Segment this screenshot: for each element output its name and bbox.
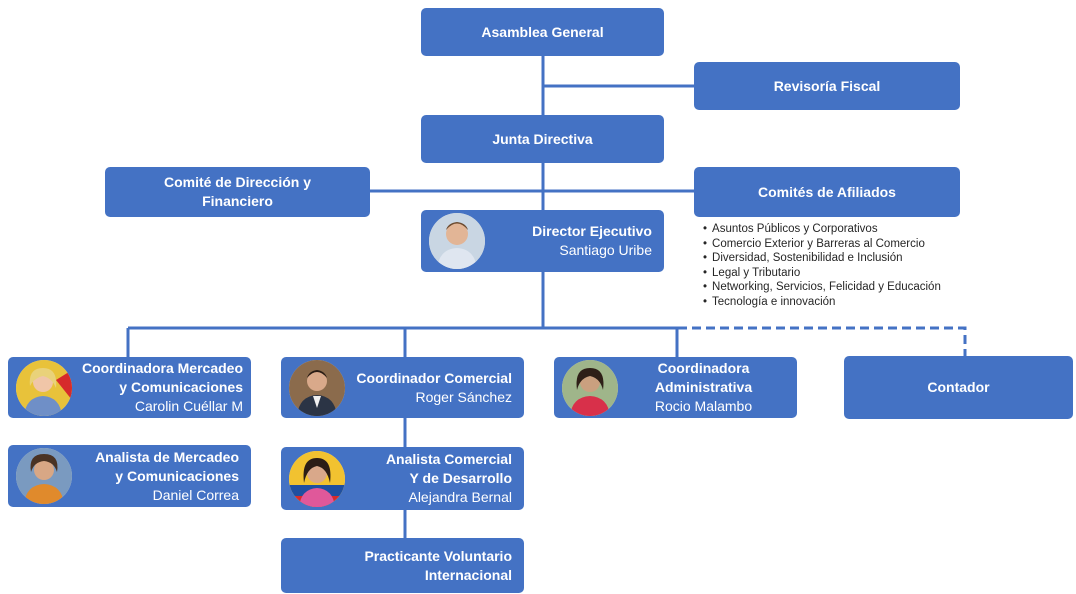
node-person-name: Alejandra Bernal: [408, 489, 512, 505]
node-person-name: Rocio Malambo: [654, 398, 753, 414]
node-title-line2: y Comunicaciones: [115, 467, 239, 484]
node-title-line1: Analista de Mercadeo: [95, 448, 239, 465]
node-title-line2: y Comunicaciones: [119, 379, 243, 395]
node-coordinador-comercial[interactable]: Coordinador Comercial Roger Sánchez: [281, 357, 524, 418]
node-junta-directiva[interactable]: Junta Directiva: [421, 115, 664, 163]
committee-item: Legal y Tributario: [703, 266, 993, 281]
node-person-name: Roger Sánchez: [415, 388, 512, 405]
committee-item: Tecnología e innovación: [703, 295, 993, 310]
node-director-ejecutivo[interactable]: Director Ejecutivo Santiago Uribe: [421, 210, 664, 272]
node-title-line1: Analista Comercial: [385, 451, 512, 467]
node-asamblea-general[interactable]: Asamblea General: [421, 8, 664, 56]
node-comites-afiliados[interactable]: Comités de Afiliados: [694, 167, 960, 217]
person-photo-icon: [289, 450, 345, 507]
node-title-line1: Comité de Dirección y: [163, 174, 312, 190]
node-title: Contador: [927, 379, 990, 395]
node-practicante[interactable]: Practicante Voluntario Internacional: [281, 538, 524, 593]
node-title: Comités de Afiliados: [758, 183, 896, 200]
node-title: Revisoría Fiscal: [773, 77, 881, 94]
node-title-line1: Practicante Voluntario: [364, 547, 512, 564]
node-title: Junta Directiva: [492, 130, 593, 147]
person-photo-icon: [562, 359, 618, 416]
node-title: Coordinador Comercial: [356, 369, 512, 386]
node-comite-direccion[interactable]: Comité de Dirección y Financiero: [105, 167, 370, 217]
committees-list: Asuntos Públicos y Corporativos Comercio…: [703, 222, 993, 309]
person-photo-icon: [16, 448, 72, 504]
committee-item: Diversidad, Sostenibilidad e Inclusión: [703, 251, 993, 266]
node-person-name: Santiago Uribe: [559, 242, 652, 258]
person-photo-icon: [289, 359, 345, 416]
committee-item: Networking, Servicios, Felicidad y Educa…: [703, 280, 993, 295]
node-revisoria-fiscal[interactable]: Revisoría Fiscal: [694, 62, 960, 110]
node-analista-comercial[interactable]: Analista Comercial Y de Desarrollo Aleja…: [281, 447, 524, 510]
node-title-line1: Coordinadora Mercadeo: [81, 360, 243, 376]
node-title-line2: Y de Desarrollo: [409, 470, 512, 486]
node-person-name: Daniel Correa: [152, 486, 239, 503]
node-title-line2: Administrativa: [654, 379, 753, 395]
committee-item: Asuntos Públicos y Corporativos: [703, 222, 993, 237]
node-title-line2: Financiero: [202, 193, 273, 209]
node-person-name: Carolin Cuéllar M: [134, 398, 243, 414]
person-photo-icon: [429, 213, 485, 269]
node-analista-mercadeo[interactable]: Analista de Mercadeo y Comunicaciones Da…: [8, 445, 251, 507]
node-coordinadora-administrativa[interactable]: Coordinadora Administrativa Rocio Malamb…: [554, 357, 797, 418]
node-title: Asamblea General: [481, 23, 604, 40]
node-title-line2: Internacional: [424, 566, 512, 583]
connector-dashed-contador: [678, 326, 967, 356]
node-title: Director Ejecutivo: [532, 223, 652, 239]
committee-item: Comercio Exterior y Barreras al Comercio: [703, 237, 993, 252]
node-contador[interactable]: Contador: [844, 356, 1073, 419]
node-coordinadora-mercadeo[interactable]: Coordinadora Mercadeo y Comunicaciones C…: [8, 357, 251, 418]
person-photo-icon: [16, 359, 72, 416]
node-title-line1: Coordinadora: [657, 360, 750, 376]
